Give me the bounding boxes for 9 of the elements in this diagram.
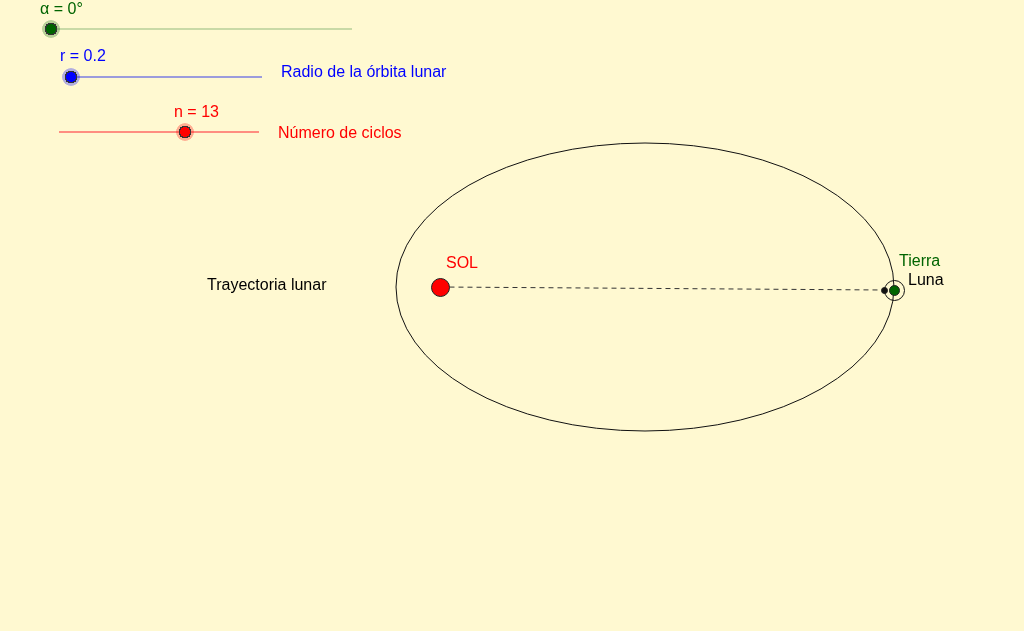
point-label: Luna xyxy=(908,271,944,289)
point-label: SOL xyxy=(446,254,478,272)
slider-value-label: α = 0° xyxy=(40,0,83,18)
point-label: Tierra xyxy=(899,252,941,270)
slider-caption: Número de ciclos xyxy=(278,124,402,142)
slider-value-label: r = 0.2 xyxy=(60,47,106,65)
slider-value-label: n = 13 xyxy=(174,103,219,121)
slider-caption: Radio de la órbita lunar xyxy=(281,63,447,81)
orbit-caption: Trayectoria lunar xyxy=(207,276,327,294)
